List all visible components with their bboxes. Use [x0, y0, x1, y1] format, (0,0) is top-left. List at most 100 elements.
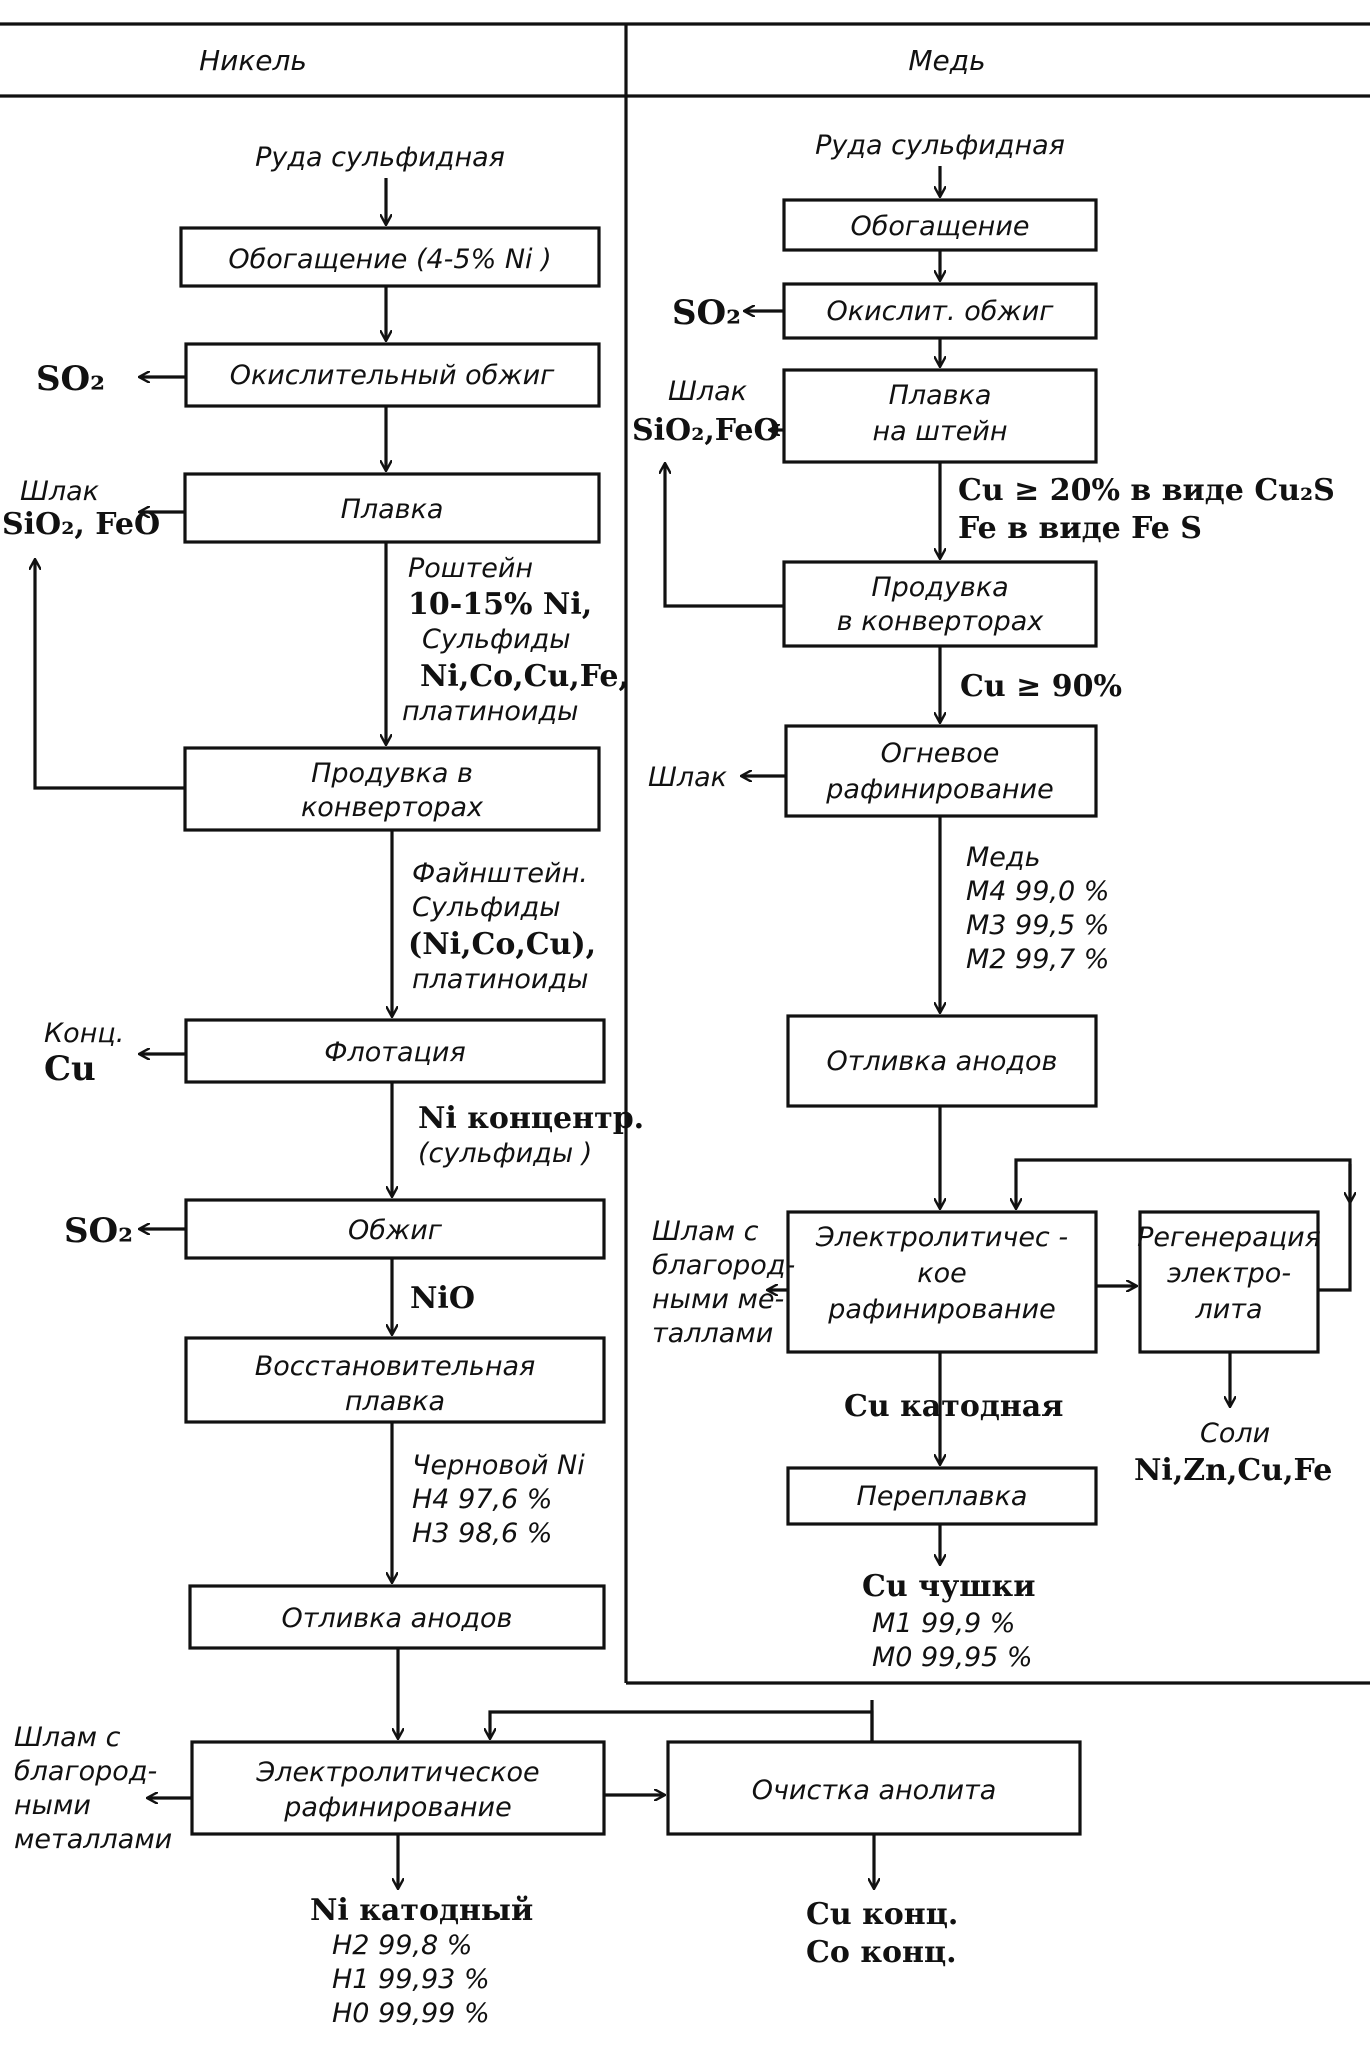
- nickel-cu-conc-label: Конц.: [44, 1018, 124, 1049]
- nickel-cathode-line: Н2 99,8 %: [332, 1930, 472, 1961]
- nickel-roast2-label: Обжиг: [348, 1215, 443, 1246]
- copper-roast-label: Окислит. обжиг: [827, 296, 1055, 327]
- nickel-converter-label: Продувка в: [311, 758, 473, 789]
- table-frame: [0, 22, 1370, 1685]
- nickel-cathode-line: Н0 99,99 %: [332, 1998, 490, 2029]
- copper-electro-label: Электролитичес -: [815, 1222, 1068, 1253]
- copper-anode-cast-box: Отливка анодов: [786, 1014, 1098, 1108]
- copper-fire-box: Огневое рафинирование: [784, 724, 1098, 818]
- copper-fire-label: рафинирование: [825, 774, 1053, 805]
- roshtein-line: Сульфиды: [422, 624, 571, 655]
- crude-ni-line: Н3 98,6 %: [412, 1518, 552, 1549]
- copper-sludge-text: Шлам с благород- ными ме- таллами: [652, 1216, 795, 1349]
- nickel-anode-cast-label: Отливка анодов: [282, 1603, 513, 1634]
- sludge-line: ными: [14, 1790, 91, 1821]
- copper-salts-composition: Ni,Zn,Cu,Fe: [1134, 1453, 1332, 1488]
- sludge-line: Шлам с: [652, 1216, 759, 1247]
- copper-fire-label: Огневое: [881, 738, 1000, 769]
- copper-converter-label: в конверторах: [837, 606, 1045, 637]
- copper-grade-line: М3 99,5 %: [966, 910, 1109, 941]
- crude-ni-line: Черновой Ni: [412, 1450, 585, 1481]
- nickel-enrichment-box: Обогащение (4-5% Ni ): [179, 226, 601, 288]
- copper-cu90: Cu ≥ 90%: [960, 669, 1122, 704]
- copper-anode-cast-label: Отливка анодов: [827, 1046, 1058, 1077]
- copper-grades-text: Медь М4 99,0 % М3 99,5 % М2 99,7 %: [966, 842, 1109, 975]
- copper-matte-label: на штейн: [872, 416, 1007, 447]
- copper-enrichment-label: Обогащение: [850, 211, 1029, 242]
- roshtein-line: Роштейн: [408, 553, 533, 584]
- nickel-sludge-text: Шлам с благород- ными металлами: [14, 1722, 172, 1855]
- nickel-ore-label: Руда сульфидная: [255, 142, 505, 173]
- nickel-roast-box: Окислительный обжиг: [184, 342, 601, 408]
- nickel-reduction-label: Восстановительная: [255, 1351, 536, 1382]
- nickel-nio: NiO: [410, 1281, 475, 1316]
- copper-matte-composition: Cu ≥ 20% в виде Cu₂S: [958, 473, 1335, 508]
- copper-converter-label: Продувка: [871, 572, 1008, 603]
- nickel-cu-conc-symbol: Cu: [44, 1049, 96, 1089]
- co-conc-byproduct: Co конц.: [806, 1935, 957, 1970]
- nickel-flotation-box: Флотация: [184, 1018, 606, 1084]
- nickel-smelt-label: Плавка: [341, 494, 444, 525]
- crude-ni-line: Н4 97,6 %: [412, 1484, 552, 1515]
- copper-remelt-box: Переплавка: [786, 1466, 1098, 1526]
- nickel-ni-conc-line: Ni концентр.: [418, 1101, 644, 1136]
- nickel-electro-label: Электролитическое: [255, 1757, 539, 1788]
- copper-ore-label: Руда сульфидная: [815, 130, 1065, 161]
- nickel-reduction-box: Восстановительная плавка: [184, 1336, 606, 1424]
- nickel-enrichment-label: Обогащение (4-5% Ni ): [228, 244, 551, 275]
- nickel-fainshtein-text: Файнштейн. Сульфиды (Ni,Co,Cu), платинои…: [408, 858, 596, 995]
- cu-conc-byproduct: Cu конц.: [806, 1897, 958, 1932]
- copper-grade-line: М4 99,0 %: [966, 876, 1109, 907]
- fainshtein-line: (Ni,Co,Cu),: [408, 927, 596, 962]
- nickel-roast2-box: Обжиг: [184, 1198, 606, 1260]
- copper-ingot-line: М1 99,9 %: [872, 1608, 1015, 1639]
- copper-regen-box: Регенерация электро- лита: [1137, 1210, 1321, 1354]
- copper-converter-box: Продувка в конверторах: [782, 560, 1098, 648]
- sludge-line: металлами: [14, 1824, 172, 1855]
- nickel-cathode-line: Ni катодный: [310, 1893, 533, 1928]
- copper-cathode: Cu катодная: [844, 1389, 1063, 1424]
- copper-roast-box: Окислит. обжиг: [782, 282, 1098, 340]
- nickel-electro-label: рафинирование: [283, 1792, 511, 1823]
- copper-slag2-label: Шлак: [648, 762, 728, 793]
- fainshtein-line: Сульфиды: [412, 892, 561, 923]
- copper-slag-composition: SiO₂,FeO: [632, 413, 780, 448]
- nickel-slag-composition: SiO₂, FeO: [2, 507, 160, 542]
- copper-ingot-line: Cu чушки: [862, 1569, 1035, 1604]
- copper-grade-line: М2 99,7 %: [966, 944, 1109, 975]
- copper-regen-label: электро-: [1167, 1258, 1291, 1289]
- nickel-ni-conc-line: (сульфиды ): [418, 1138, 592, 1169]
- nickel-electro-box: Электролитическое рафинирование: [190, 1740, 606, 1836]
- nickel-roshtein-text: Роштейн 10-15% Ni, Сульфиды Ni,Co,Cu,Fe,…: [402, 553, 629, 727]
- nickel-converter-label: конверторах: [301, 792, 484, 823]
- roshtein-line: Ni,Co,Cu,Fe,: [420, 659, 629, 694]
- copper-electro-box: Электролитичес - кое рафинирование: [786, 1210, 1098, 1354]
- copper-slag-label: Шлак: [668, 376, 748, 407]
- nickel-slag-label: Шлак: [20, 476, 100, 507]
- sludge-line: таллами: [652, 1318, 773, 1349]
- sludge-line: благород-: [14, 1756, 157, 1787]
- nickel-cathode-line: Н1 99,93 %: [332, 1964, 490, 1995]
- column-header-copper: Медь: [908, 44, 985, 77]
- fainshtein-line: платиноиды: [412, 964, 588, 995]
- nickel-smelt-box: Плавка: [183, 472, 601, 544]
- nickel-cathode-text: Ni катодный Н2 99,8 % Н1 99,93 % Н0 99,9…: [310, 1893, 533, 2029]
- anolyte-cleaning-label: Очистка анолита: [752, 1775, 997, 1806]
- copper-grade-line: Медь: [966, 842, 1041, 873]
- copper-enrichment-box: Обогащение: [782, 198, 1098, 252]
- column-header-nickel: Никель: [199, 44, 307, 77]
- nickel-roast-label: Окислительный обжиг: [230, 360, 555, 391]
- roshtein-line: 10-15% Ni,: [408, 587, 592, 622]
- sludge-line: благород-: [652, 1250, 795, 1281]
- copper-remelt-label: Переплавка: [857, 1481, 1028, 1512]
- fainshtein-line: Файнштейн.: [412, 858, 588, 889]
- anolyte-cleaning-box: Очистка анолита: [666, 1740, 1082, 1836]
- copper-ingots-text: Cu чушки М1 99,9 % М0 99,95 %: [862, 1569, 1035, 1673]
- copper-regen-label: лита: [1194, 1294, 1262, 1325]
- copper-regen-label: Регенерация: [1137, 1222, 1321, 1253]
- copper-ingot-line: М0 99,95 %: [872, 1642, 1033, 1673]
- copper-electro-label: кое: [917, 1258, 966, 1289]
- copper-electro-label: рафинирование: [827, 1294, 1055, 1325]
- copper-matte-label: Плавка: [889, 380, 992, 411]
